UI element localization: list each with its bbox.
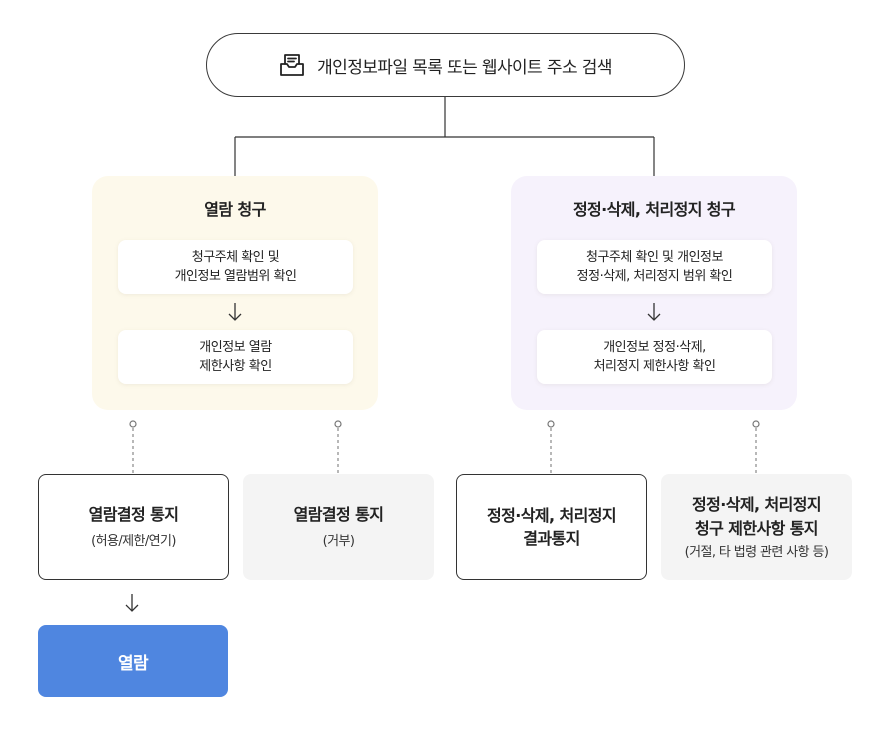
connector-dot (752, 420, 760, 428)
correction-request-panel: 정정·삭제, 처리정지 청구 청구주체 확인 및 개인정보 정정·삭제, 처리정… (511, 176, 797, 410)
access-final-button[interactable]: 열람 (38, 625, 228, 697)
connector-dot (547, 420, 555, 428)
connector-dot (334, 420, 342, 428)
outcome-access-denied: 열람결정 통지 (거부) (243, 474, 434, 580)
document-tray-icon (280, 54, 305, 76)
outcome-title: 정정·삭제, 처리정지 결과통지 (487, 506, 616, 548)
process-step: 개인정보 열람 제한사항 확인 (118, 330, 353, 384)
outcome-correction-result: 정정·삭제, 처리정지 결과통지 (456, 474, 647, 580)
outcome-access-granted: 열람결정 통지 (허용/제한/연기) (38, 474, 229, 580)
arrow-down-icon (92, 301, 378, 323)
outcome-title: 정정·삭제, 처리정지 청구 제한사항 통지 (692, 494, 821, 538)
panel-title: 정정·삭제, 처리정지 청구 (572, 200, 736, 219)
outcome-subtitle: (거절, 타 법령 관련 사항 등) (684, 544, 829, 560)
header-title: 개인정보파일 목록 또는 웹사이트 주소 검색 (317, 57, 612, 78)
outcome-title: 열람결정 통지 (293, 505, 384, 524)
connector-dot (129, 420, 137, 428)
access-request-panel: 열람 청구 청구주체 확인 및 개인정보 열람범위 확인 개인정보 열람 제한사… (92, 176, 378, 410)
process-step: 청구주체 확인 및 개인정보 열람범위 확인 (118, 240, 353, 294)
outcome-correction-restricted: 정정·삭제, 처리정지 청구 제한사항 통지 (거절, 타 법령 관련 사항 등… (661, 474, 852, 580)
process-step: 청구주체 확인 및 개인정보 정정·삭제, 처리정지 범위 확인 (537, 240, 772, 294)
outcome-subtitle: (거부) (322, 534, 355, 549)
outcome-subtitle: (허용/제한/연기) (91, 534, 176, 549)
arrow-down-icon (121, 591, 143, 615)
outcome-title: 열람결정 통지 (88, 505, 179, 524)
arrow-down-icon (511, 301, 797, 323)
panel-title: 열람 청구 (204, 200, 266, 219)
search-target-pill: 개인정보파일 목록 또는 웹사이트 주소 검색 (206, 33, 685, 97)
process-step: 개인정보 정정·삭제, 처리정지 제한사항 확인 (537, 330, 772, 384)
